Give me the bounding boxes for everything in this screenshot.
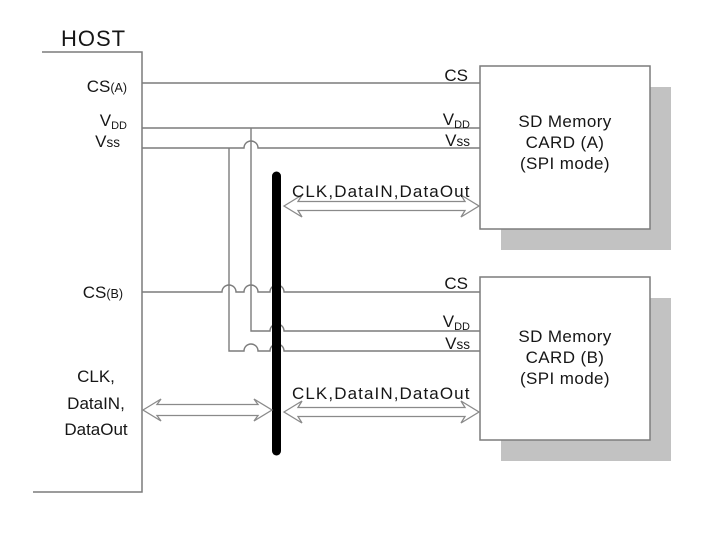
card-a-body-line-3: (SPI mode) — [520, 154, 610, 173]
card-b-body-line-1: SD Memory — [518, 327, 611, 346]
host-pin-cs-b-sub: (B) — [106, 287, 123, 301]
card-b-pin-vdd-label: VDD — [443, 312, 470, 333]
host-to-bus-arrow — [141, 398, 274, 422]
host-pin-cs-b-label: CS(B) — [83, 283, 123, 302]
host-clk-line-1: CLK, — [77, 367, 115, 386]
cs-b-line — [142, 284, 480, 293]
card-b-body-line-3: (SPI mode) — [520, 369, 610, 388]
host-clk-block-label: CLK, DataIN, DataOut — [64, 367, 128, 439]
host-pin-cs-a-base: CS — [87, 77, 111, 96]
card-a-pin-vdd-sub: DD — [454, 119, 470, 131]
host-pin-vss-label: Vss — [95, 132, 120, 151]
card-b-pin-vdd-sub: DD — [454, 321, 470, 333]
card-b-pin-cs-label: CS — [444, 274, 468, 293]
card-a-pin-vss-label: Vss — [445, 131, 470, 150]
host-box — [33, 51, 143, 493]
vss-branch-line — [228, 148, 480, 352]
host-pin-vdd-base: V — [100, 111, 112, 130]
host-pin-cs-a-label: CS(A) — [87, 77, 127, 96]
host-clk-line-2: DataIN, — [67, 394, 125, 413]
card-a-pin-vdd-label: VDD — [443, 110, 470, 131]
bus-card-a-label-text: CLK,DataIN,DataOut — [292, 182, 471, 201]
bus-card-a-label: CLK,DataIN,DataOut — [292, 182, 471, 201]
host-pin-vdd-label: VDD — [100, 111, 127, 132]
host-pin-vss-sub: ss — [107, 135, 121, 150]
host-title-text: HOST — [61, 26, 126, 51]
card-a-body-line-1: SD Memory — [518, 112, 611, 131]
card-a-pin-vss-sub: ss — [457, 134, 471, 149]
host-pin-cs-b-base: CS — [83, 283, 107, 302]
host-pin-vdd-sub: DD — [111, 120, 127, 132]
host-pin-cs-a-sub: (A) — [110, 81, 127, 95]
card-a-pin-vdd-base: V — [443, 110, 455, 129]
card-a-box — [479, 65, 651, 230]
card-a-body-line-2: CARD (A) — [526, 133, 605, 152]
bus-card-b-label-text: CLK,DataIN,DataOut — [292, 384, 471, 403]
card-a-pin-vss-base: V — [445, 131, 457, 150]
host-title: HOST — [61, 26, 126, 51]
card-a-pin-cs-label: CS — [444, 66, 468, 85]
bus-to-card-b-arrow — [282, 400, 481, 424]
card-b-pin-vss-label: Vss — [445, 334, 470, 353]
host-clk-line-3: DataOut — [64, 420, 128, 439]
card-b-pin-vss-sub: ss — [457, 337, 471, 352]
bus-to-card-a-arrow — [282, 194, 481, 218]
card-b-pin-vss-base: V — [445, 334, 457, 353]
vdd-branch-line — [250, 128, 480, 332]
card-a-pin-cs-text: CS — [444, 66, 468, 85]
card-b-box — [479, 276, 651, 441]
card-b-pin-vdd-base: V — [443, 312, 455, 331]
card-b-body-line-2: CARD (B) — [526, 348, 605, 367]
vss-line — [142, 140, 480, 149]
host-pin-vss-base: V — [95, 132, 107, 151]
bus-card-b-label: CLK,DataIN,DataOut — [292, 384, 471, 403]
card-b-pin-cs-text: CS — [444, 274, 468, 293]
